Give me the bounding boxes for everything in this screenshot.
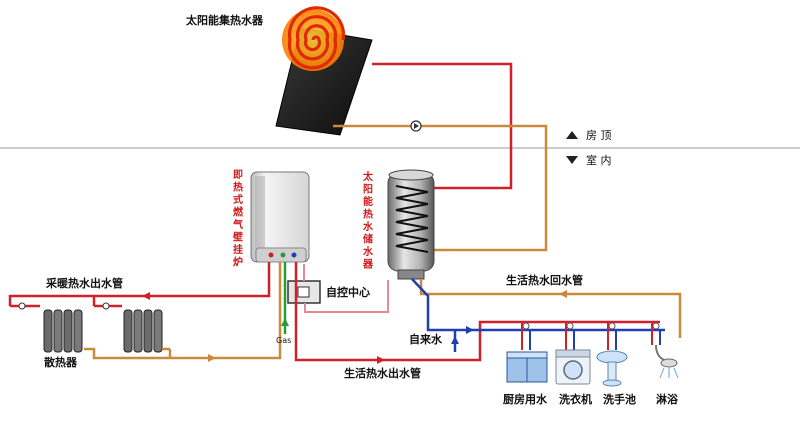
label-dhw-return: 生活热水回水管: [506, 273, 583, 287]
radiator-2: [123, 309, 163, 353]
sun-icon: [282, 6, 346, 71]
label-washer: 洗衣机: [559, 392, 592, 406]
arrow-right-icon: [466, 326, 474, 334]
valve-icon: [18, 302, 26, 310]
storage-tank: [387, 169, 435, 280]
arrow-up-icon: [451, 336, 459, 344]
fixture-drops: [521, 322, 661, 350]
label-storage-tank: 太阳能热水储水器: [362, 170, 374, 271]
shower-icon: [655, 344, 679, 379]
radiator-1: [43, 309, 83, 353]
cold-water-pipe: [411, 278, 665, 332]
dhw-return-pipe: [419, 279, 682, 338]
pump-icon: [410, 120, 422, 132]
heating-supply-pipe: [8, 262, 271, 306]
label-solar-collector: 太阳能集热水器: [185, 13, 264, 27]
solar-return-pipe: [333, 124, 548, 252]
label-heating-supply: 采暖热水出水管: [45, 276, 123, 290]
label-roof: 房 顶: [586, 129, 612, 142]
label-cold-water: 自来水: [409, 332, 443, 346]
arrow-left-icon: [142, 292, 150, 300]
wall-heater: [250, 171, 310, 263]
control-wire: [304, 280, 389, 313]
label-wall-heater: 即热式燃气壁挂炉: [232, 169, 244, 269]
basin-icon: [596, 350, 628, 387]
down-triangle-icon: [566, 156, 578, 164]
label-shower: 淋浴: [656, 392, 679, 406]
washing-machine-icon: [555, 349, 591, 385]
label-gas: Gas: [276, 336, 291, 345]
heating-return-pipe: [84, 262, 282, 360]
up-triangle-icon: [566, 131, 578, 139]
label-basin: 洗手池: [603, 392, 636, 406]
arrow-up-icon: [281, 318, 289, 326]
label-indoor: 室 内: [586, 153, 612, 167]
label-dhw-supply: 生活热水出水管: [344, 366, 421, 380]
arrow-right-icon: [377, 356, 385, 364]
valve-icon: [102, 302, 110, 310]
label-kitchen: 厨房用水: [503, 392, 548, 406]
label-control-center: 自控中心: [326, 285, 370, 299]
arrow-left-icon: [559, 290, 567, 298]
control-center: [287, 280, 321, 304]
dhw-supply-pipe: [294, 262, 660, 362]
arrow-right-icon: [208, 354, 216, 362]
kitchen-sink-icon: [506, 351, 548, 383]
label-radiator: 散热器: [44, 355, 78, 369]
